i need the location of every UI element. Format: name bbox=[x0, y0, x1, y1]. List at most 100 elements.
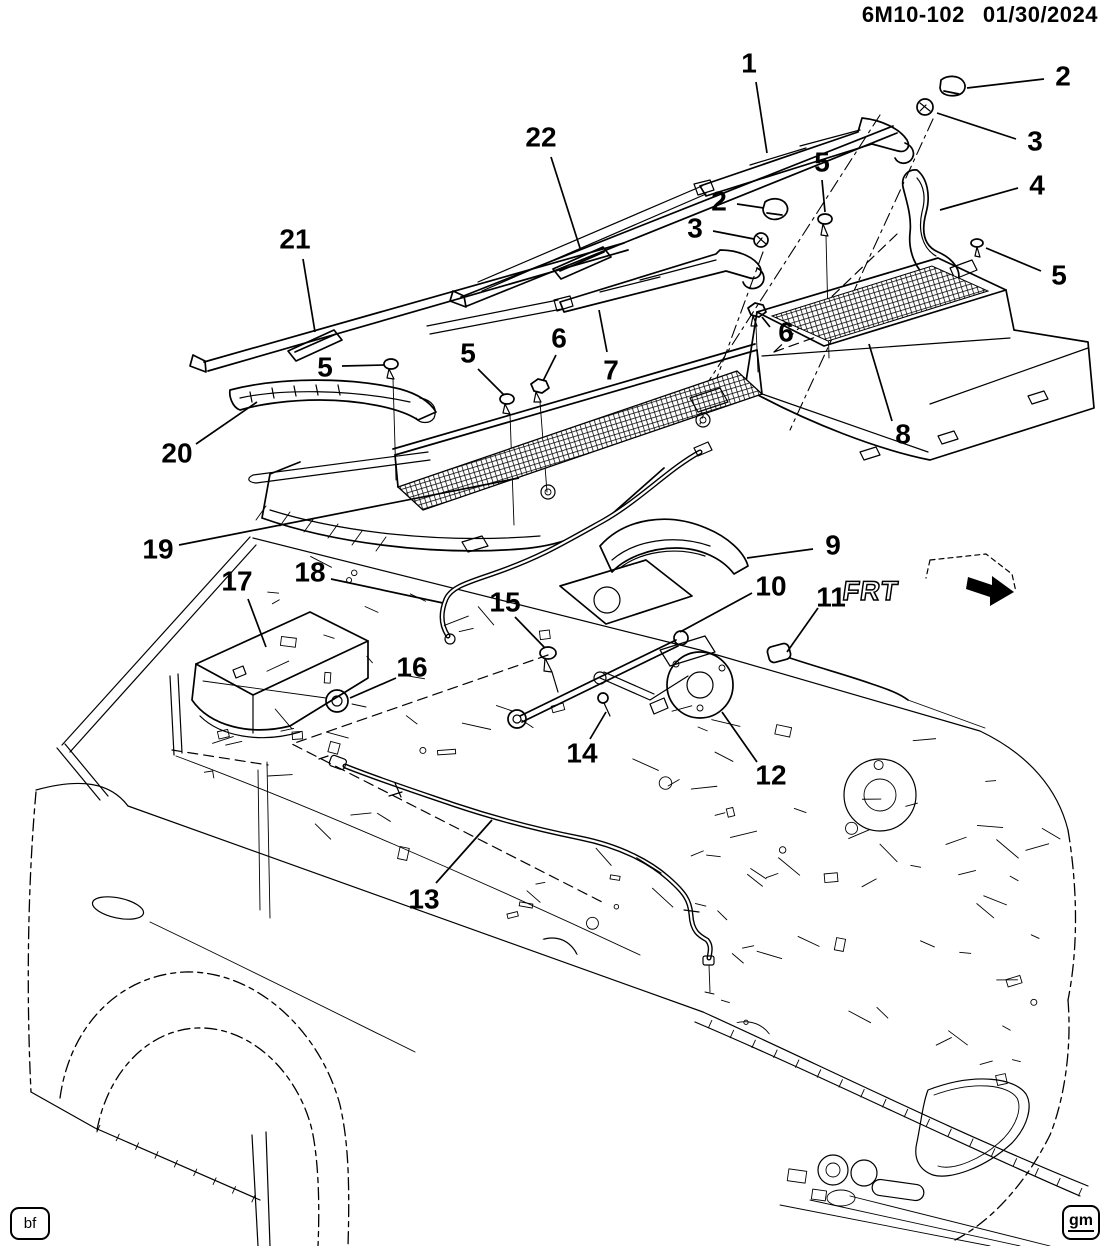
callout-5c: 5 bbox=[317, 352, 333, 383]
bay-detail bbox=[766, 873, 778, 877]
cowl-extension-20 bbox=[230, 380, 436, 422]
callout-5d: 5 bbox=[460, 338, 476, 369]
callout-19: 19 bbox=[142, 534, 173, 565]
hatch-tick bbox=[752, 1040, 756, 1048]
bay-detail bbox=[913, 739, 936, 741]
bay-detail bbox=[996, 839, 1018, 858]
bay-detail bbox=[268, 775, 293, 776]
leader-line-19 bbox=[179, 478, 519, 545]
bay-detail bbox=[715, 813, 726, 816]
bay-detail bbox=[267, 592, 279, 593]
leader-line-10 bbox=[680, 593, 752, 632]
bay-detail bbox=[632, 759, 658, 771]
callout-21: 21 bbox=[279, 224, 310, 255]
pivot-cap-2-upper bbox=[940, 76, 965, 95]
right-fender-edge bbox=[1068, 830, 1076, 1000]
callout-13: 13 bbox=[408, 884, 439, 915]
frt-label: FRT bbox=[841, 575, 901, 606]
hatch-tick bbox=[1057, 1178, 1061, 1186]
grommet-16 bbox=[203, 681, 366, 712]
bay-detail bbox=[527, 891, 541, 903]
bay-detail bbox=[462, 723, 491, 729]
hatch-tick bbox=[708, 1020, 712, 1028]
bay-detail bbox=[315, 824, 331, 840]
lower-grille-lines bbox=[780, 1196, 1050, 1246]
bay-detail bbox=[610, 875, 620, 881]
hatch-tick bbox=[774, 1050, 778, 1058]
bay-detail bbox=[698, 727, 708, 731]
hatch-tick bbox=[730, 1030, 734, 1038]
leader-line-9 bbox=[747, 549, 813, 558]
bay-detail bbox=[877, 1007, 888, 1018]
exploded-parts bbox=[190, 76, 1094, 994]
leader-line-11 bbox=[787, 608, 818, 652]
engine-bay-detail bbox=[204, 556, 1060, 1085]
leader-line-13 bbox=[436, 820, 492, 883]
bay-detail bbox=[365, 606, 379, 612]
bay-detail bbox=[757, 951, 782, 959]
bolt-14 bbox=[598, 693, 610, 716]
leader-line-12 bbox=[722, 712, 757, 762]
leader-line-5c bbox=[342, 365, 384, 366]
bay-detail bbox=[706, 855, 720, 857]
cowl-vent-grille-8 bbox=[745, 258, 1094, 460]
bay-detail bbox=[794, 808, 806, 812]
hatch-tick bbox=[904, 1109, 908, 1117]
frt-arrow-icon bbox=[966, 576, 1014, 606]
bay-detail bbox=[267, 661, 289, 671]
hatch-tick bbox=[232, 1186, 235, 1193]
bay-detail bbox=[742, 946, 754, 948]
bay-detail bbox=[539, 630, 550, 640]
bay-detail bbox=[323, 635, 334, 639]
leader-line-2b bbox=[737, 204, 764, 208]
callout-3b: 3 bbox=[687, 213, 703, 244]
bay-detail bbox=[1025, 844, 1049, 851]
leader-line-16 bbox=[350, 678, 396, 698]
hatch-tick bbox=[969, 1139, 973, 1147]
footer-code-box: bf bbox=[10, 1207, 50, 1240]
bay-detail bbox=[1002, 1026, 1010, 1031]
bay-detail bbox=[328, 741, 340, 754]
pivot-cap-2-lower bbox=[763, 199, 788, 220]
washer-hose-13 bbox=[319, 755, 714, 994]
callout-9: 9 bbox=[825, 530, 841, 561]
leader-line-3a bbox=[937, 113, 1016, 139]
bay-detail bbox=[834, 938, 845, 952]
callout-2b: 2 bbox=[711, 186, 727, 217]
bay-detail bbox=[636, 858, 661, 874]
gm-logo-box: gm bbox=[1062, 1205, 1100, 1240]
leader-line-14 bbox=[590, 712, 606, 739]
bay-detail bbox=[652, 888, 673, 907]
bay-detail bbox=[959, 952, 971, 953]
pivot-axis-b bbox=[703, 115, 880, 390]
leader-line-7 bbox=[599, 310, 607, 352]
pivot-nut-3-lower bbox=[754, 233, 768, 247]
callout-8: 8 bbox=[895, 419, 911, 450]
bay-detail bbox=[377, 813, 391, 821]
callout-10: 10 bbox=[755, 571, 786, 602]
bay-detail bbox=[747, 874, 763, 886]
leader-line-4 bbox=[940, 188, 1018, 210]
callout-15: 15 bbox=[489, 587, 520, 618]
callout-4: 4 bbox=[1029, 170, 1045, 201]
bay-detail bbox=[983, 896, 1006, 905]
fender-top bbox=[36, 783, 128, 806]
hatch-tick bbox=[861, 1089, 865, 1097]
bay-detail bbox=[1010, 876, 1019, 881]
hatch-tick bbox=[948, 1129, 952, 1137]
bay-detail bbox=[1012, 1060, 1021, 1062]
bay-detail bbox=[1031, 999, 1037, 1005]
harness-clip-11 bbox=[766, 642, 985, 728]
bay-detail bbox=[862, 879, 877, 887]
leader-line-5b bbox=[822, 180, 825, 212]
bay-detail bbox=[614, 904, 619, 909]
bay-detail bbox=[711, 720, 740, 727]
bay-detail bbox=[280, 637, 296, 648]
bay-detail bbox=[985, 781, 996, 782]
hatch-tick bbox=[795, 1060, 799, 1068]
leader-line-20 bbox=[196, 402, 257, 444]
front-corner-edge bbox=[955, 1000, 1069, 1240]
bay-detail bbox=[275, 709, 292, 730]
leader-line-6a bbox=[543, 355, 556, 381]
